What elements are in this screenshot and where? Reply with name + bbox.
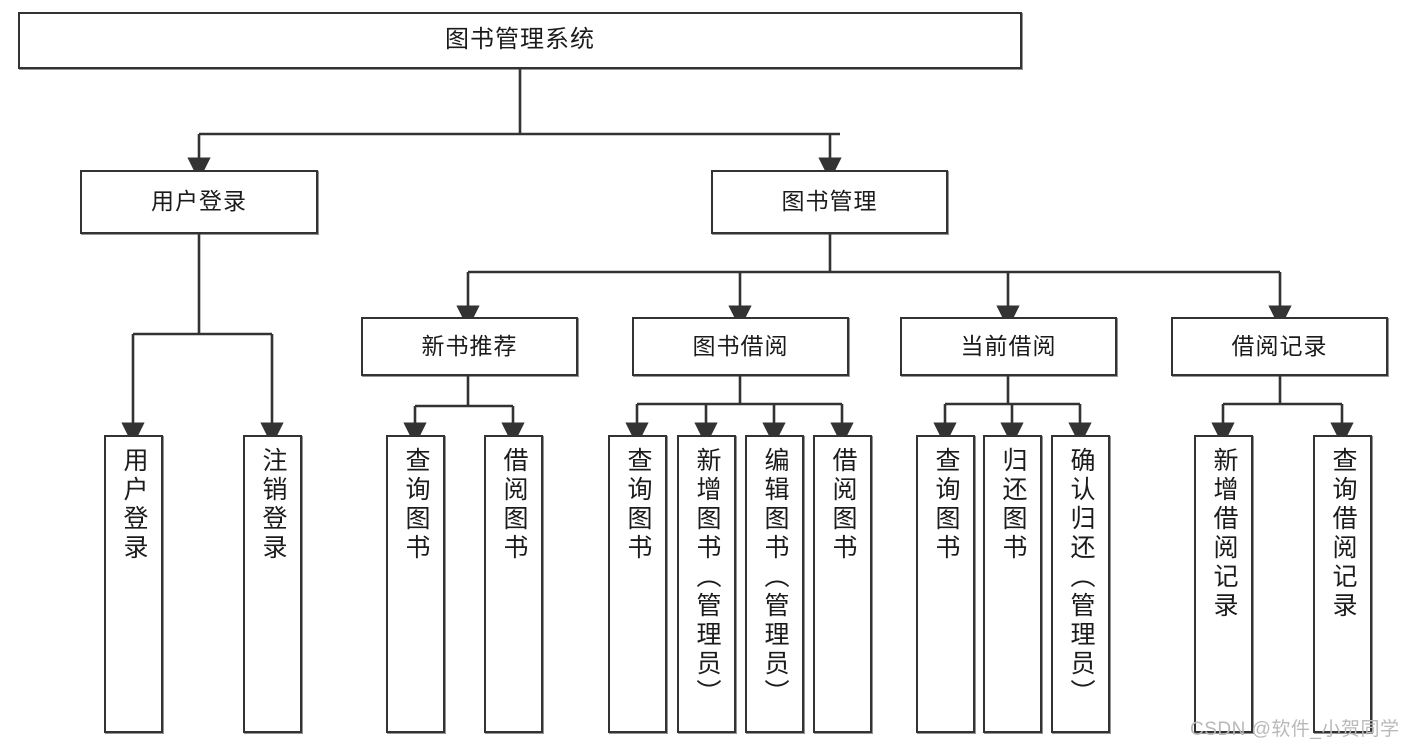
node-user-login[interactable]: 用户登录 [80, 170, 318, 234]
node-current-borrow[interactable]: 当前借阅 [900, 317, 1117, 376]
node-label: 确认归还（管理员） [1067, 447, 1095, 708]
node-label: 编辑图书（管理员） [761, 447, 789, 708]
node-book-borrow[interactable]: 图书借阅 [632, 317, 849, 376]
node-label: 当前借阅 [960, 332, 1057, 359]
node-borrow-record[interactable]: 借阅记录 [1171, 317, 1388, 376]
csdn-watermark: CSDN @软件_小贺同学 [1190, 719, 1400, 740]
leaf-book-borrow-query[interactable]: 查询图书 [608, 435, 667, 733]
leaf-book-borrow-add-admin[interactable]: 新增图书（管理员） [677, 435, 736, 733]
node-label: 查询图书 [624, 447, 652, 563]
leaf-book-borrow-edit-admin[interactable]: 编辑图书（管理员） [745, 435, 804, 733]
leaf-book-borrow-borrow[interactable]: 借阅图书 [813, 435, 872, 733]
node-label: 新增借阅记录 [1210, 447, 1238, 621]
leaf-user-login-logout[interactable]: 注销登录 [243, 435, 302, 733]
leaf-borrow-record-query[interactable]: 查询借阅记录 [1313, 435, 1372, 733]
node-label: 查询图书 [402, 447, 430, 563]
leaf-current-borrow-query[interactable]: 查询图书 [916, 435, 975, 733]
node-label: 图书管理系统 [445, 26, 595, 54]
leaf-user-login-login[interactable]: 用户登录 [104, 435, 163, 733]
leaf-current-borrow-return[interactable]: 归还图书 [983, 435, 1042, 733]
node-label: 新书推荐 [421, 332, 518, 359]
node-label: 图书管理 [781, 188, 878, 215]
node-label: 注销登录 [259, 447, 287, 563]
leaf-borrow-record-add[interactable]: 新增借阅记录 [1194, 435, 1253, 733]
leaf-current-borrow-confirm-admin[interactable]: 确认归还（管理员） [1051, 435, 1110, 733]
node-root-book-management-system[interactable]: 图书管理系统 [18, 12, 1022, 69]
node-label: 查询图书 [932, 447, 960, 563]
node-label: 借阅记录 [1231, 332, 1328, 359]
node-label: 图书借阅 [692, 332, 789, 359]
node-label: 用户登录 [120, 447, 148, 563]
node-book-management[interactable]: 图书管理 [711, 170, 948, 234]
node-label: 查询借阅记录 [1329, 447, 1357, 621]
leaf-new-book-query[interactable]: 查询图书 [386, 435, 445, 733]
node-label: 用户登录 [151, 188, 247, 215]
node-new-book-recommend[interactable]: 新书推荐 [361, 317, 578, 376]
node-label: 借阅图书 [829, 447, 857, 563]
node-label: 借阅图书 [500, 447, 528, 563]
leaf-new-book-borrow[interactable]: 借阅图书 [484, 435, 543, 733]
node-label: 新增图书（管理员） [693, 447, 721, 708]
node-label: 归还图书 [999, 447, 1027, 563]
